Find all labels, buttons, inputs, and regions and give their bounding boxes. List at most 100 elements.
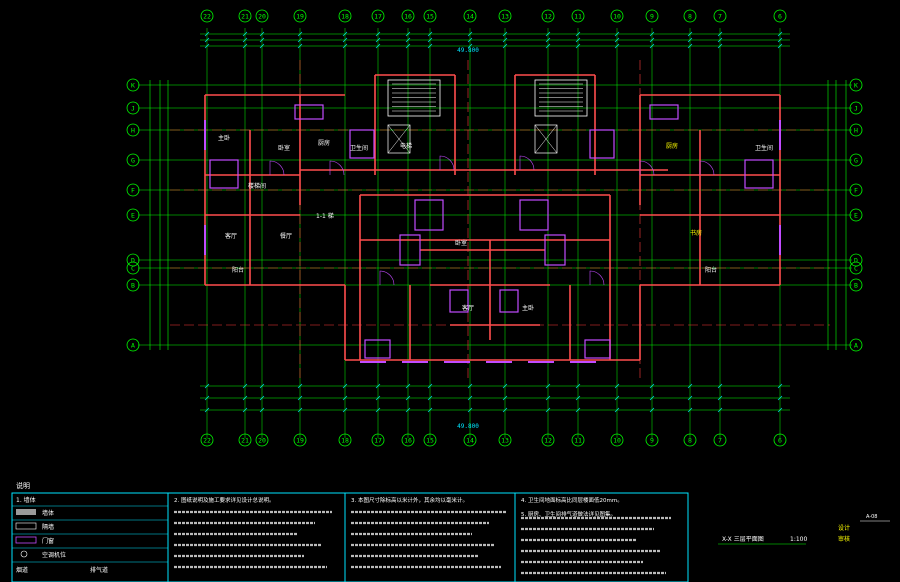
room-labels: 主卧卧室客厅餐厅厨房卫生间阳台电梯楼梯间卧室客厅主卧书房厨房阳台卫生间1-1 梯 xyxy=(218,134,773,312)
axis-top-13-label: 9 xyxy=(650,13,654,21)
room-label: 电梯 xyxy=(400,142,412,150)
fixture-3 xyxy=(519,199,549,231)
tick xyxy=(259,43,265,49)
tick xyxy=(545,395,551,401)
tick xyxy=(687,31,693,37)
axis-left-1-circle xyxy=(126,101,140,115)
tick xyxy=(467,395,473,401)
axis-left-3-label: G xyxy=(131,157,135,165)
axis-bottom-3-circle xyxy=(293,433,307,447)
tick xyxy=(297,407,303,413)
tick xyxy=(777,37,783,43)
axis-left-1-label: J xyxy=(131,105,135,113)
axis-right-9-circle xyxy=(849,338,863,352)
tick xyxy=(717,383,723,389)
room-label: 阳台 xyxy=(232,266,244,274)
tick xyxy=(777,383,783,389)
axis-bottom-15-circle xyxy=(713,433,727,447)
axis-top-4-circle xyxy=(338,9,352,23)
window-symbol xyxy=(15,536,37,544)
tick xyxy=(575,395,581,401)
tick xyxy=(375,395,381,401)
tick xyxy=(575,31,581,37)
tick xyxy=(614,395,620,401)
axis-right-5-label: E xyxy=(854,212,858,220)
room-label: 楼梯间 xyxy=(248,182,266,190)
legend-symbol-3: 空调机位 xyxy=(42,551,66,559)
axis-bottom-10-circle xyxy=(541,433,555,447)
door-7 xyxy=(589,270,605,286)
axis-top-5-label: 17 xyxy=(374,13,382,21)
axis-left-8-label: B xyxy=(131,282,135,290)
axis-right-4-circle xyxy=(849,183,863,197)
axis-left-0-circle xyxy=(126,78,140,92)
ac-symbol xyxy=(20,550,28,558)
tick xyxy=(467,383,473,389)
fixture-9 xyxy=(584,339,611,359)
tick xyxy=(777,407,783,413)
door-5 xyxy=(699,160,715,176)
legend-symbol-1: 隔墙 xyxy=(42,523,54,531)
axis-top-16-circle xyxy=(773,9,787,23)
stamp-title: X-X 三层平面图 xyxy=(722,536,764,543)
tick xyxy=(545,31,551,37)
axis-right-2-circle xyxy=(849,123,863,137)
axis-right-4-label: F xyxy=(854,187,858,195)
axis-right-5-circle xyxy=(849,208,863,222)
axis-bottom-6-circle xyxy=(401,433,415,447)
tick xyxy=(717,407,723,413)
tick xyxy=(614,43,620,49)
tick xyxy=(375,43,381,49)
tick xyxy=(375,31,381,37)
legend-text-lines xyxy=(174,510,671,575)
axis-bottom-14-label: 8 xyxy=(688,437,692,445)
stair-core-0 xyxy=(387,79,441,117)
axis-bottom-4-circle xyxy=(338,433,352,447)
axis-bottom-15-label: 7 xyxy=(718,437,722,445)
tick xyxy=(427,31,433,37)
door-0 xyxy=(269,160,285,176)
tick xyxy=(297,395,303,401)
room-label: 客厅 xyxy=(225,232,237,240)
axis-bottom-5-label: 17 xyxy=(374,437,382,445)
legend-col-3: 5. 厨房、卫生间排气道做法详见图集。 xyxy=(521,510,616,518)
tick xyxy=(242,43,248,49)
tick xyxy=(405,43,411,49)
tick xyxy=(297,31,303,37)
axis-top-16-label: 6 xyxy=(778,13,782,21)
room-label: 厨房 xyxy=(318,139,330,147)
fixture-6 xyxy=(399,234,421,266)
axis-top-11-label: 11 xyxy=(574,13,582,21)
fixture-layer xyxy=(204,104,781,363)
tick xyxy=(242,407,248,413)
fixture-5 xyxy=(744,159,774,189)
axis-bottom-8-label: 14 xyxy=(466,437,474,445)
fixture-4 xyxy=(589,129,615,159)
axis-top-7-label: 15 xyxy=(426,13,434,21)
axis-top-1-label: 21 xyxy=(241,13,249,21)
tick xyxy=(467,43,473,49)
tick xyxy=(777,395,783,401)
axis-bottom-5-circle xyxy=(371,433,385,447)
axis-right-6-circle xyxy=(849,253,863,267)
axis-bottom-12-label: 10 xyxy=(613,437,621,445)
axis-right-1-circle xyxy=(849,101,863,115)
tick xyxy=(259,383,265,389)
room-label: 卫生间 xyxy=(350,144,368,152)
tick xyxy=(342,43,348,49)
wall-layer xyxy=(204,74,781,361)
axis-top-8-label: 14 xyxy=(466,13,474,21)
room-label: 餐厅 xyxy=(280,232,292,240)
legend-title: 说明 xyxy=(16,481,30,490)
room-label: 主卧 xyxy=(218,134,230,142)
axis-top-11-circle xyxy=(571,9,585,23)
tick xyxy=(259,31,265,37)
room-label: 主卧 xyxy=(522,304,534,312)
room-label: 卧室 xyxy=(455,239,467,247)
axis-bottom-1-label: 21 xyxy=(241,437,249,445)
tick xyxy=(342,383,348,389)
axis-bottom-13-label: 9 xyxy=(650,437,654,445)
axis-top-0-label: 22 xyxy=(203,13,211,21)
axis-right-6-label: D xyxy=(854,257,858,265)
